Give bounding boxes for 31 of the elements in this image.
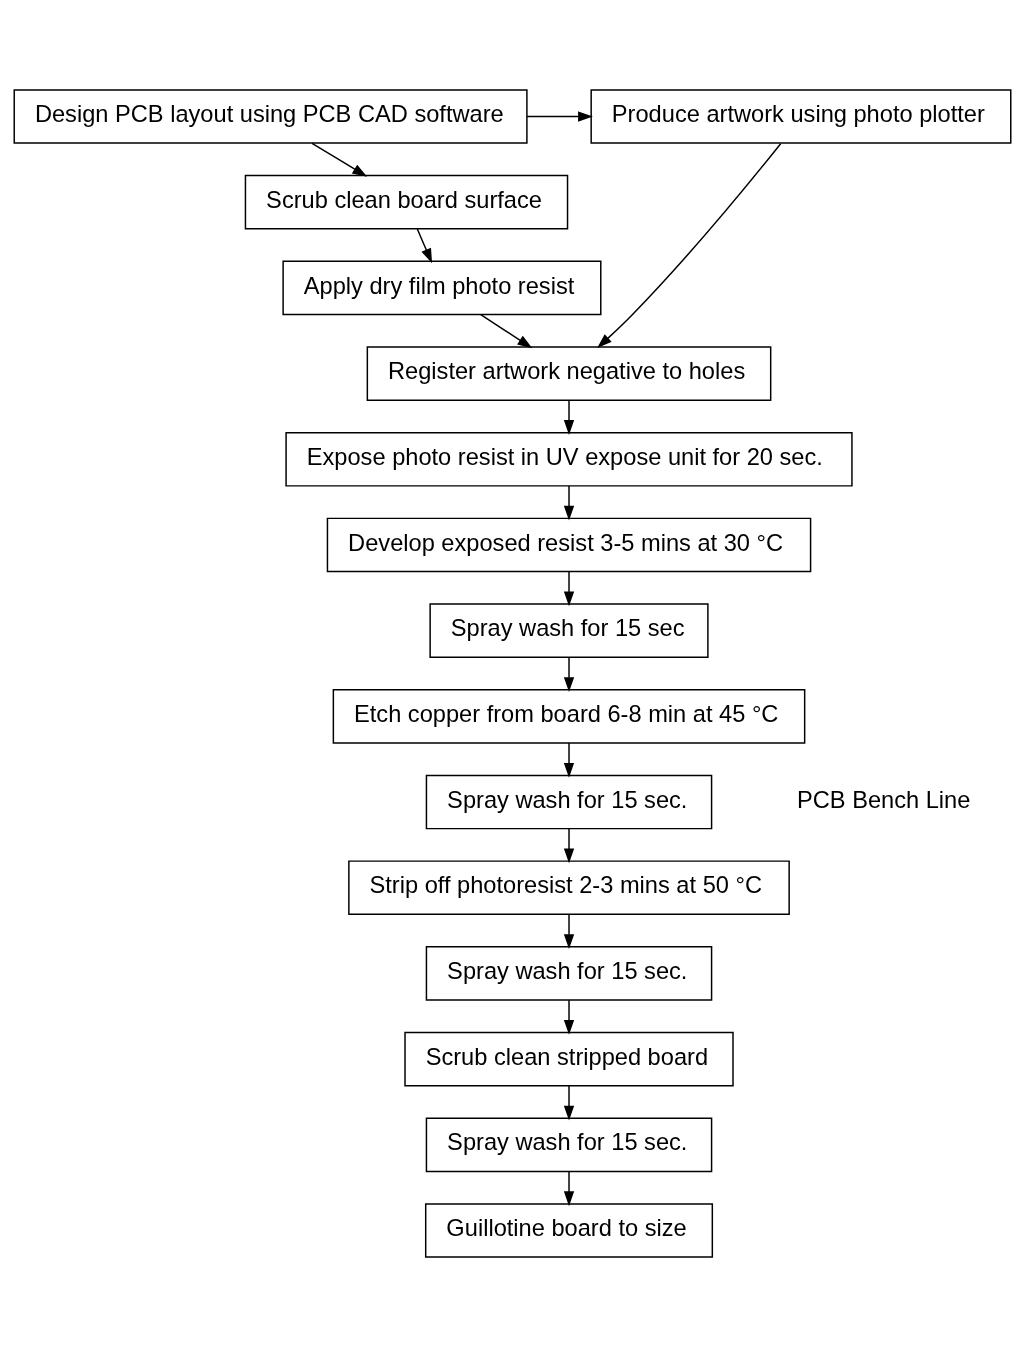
arrow [311,142,368,177]
node-box: Spray wash for 15 sec. [425,774,713,829]
node-box: Scrub clean board surface [244,174,569,230]
node-box: Spray wash for 15 sec. [425,1116,713,1172]
node-box: Register artwork negative to holes [366,345,772,401]
node-box: Spray wash for 15 sec [429,602,709,658]
node-box: Guillotine board to size [424,1202,714,1258]
arrow [563,998,575,1035]
arrow [563,1084,575,1120]
node-box: Apply dry film photo resist [282,260,602,315]
node-box: Strip off photoresist 2-3 mins at 50 °C [348,859,790,915]
arrow [563,399,575,435]
arrow [563,913,575,949]
arrow [563,656,575,692]
node-box: Design PCB layout using PCB CAD software [13,88,528,144]
arrow [597,142,782,348]
node-box: Produce artwork using photo plotter [590,88,1012,144]
arrow [563,570,575,606]
arrow [563,484,575,521]
node-box: Etch copper from board 6-8 min at 45 °C [332,688,806,744]
arrow [416,227,433,263]
arrow [563,1170,575,1206]
arrow [563,827,575,863]
arrow [480,313,533,348]
arrow [526,110,593,122]
node-box: Develop exposed resist 3-5 mins at 30 °C [326,517,812,572]
node-box: Spray wash for 15 sec. [425,945,713,1001]
node-box: Scrub clean stripped board [404,1031,734,1086]
node-box: Expose photo resist in UV expose unit for 20 sec. [285,431,853,487]
label: PCB Bench Line [797,786,971,813]
arrow [563,741,575,778]
